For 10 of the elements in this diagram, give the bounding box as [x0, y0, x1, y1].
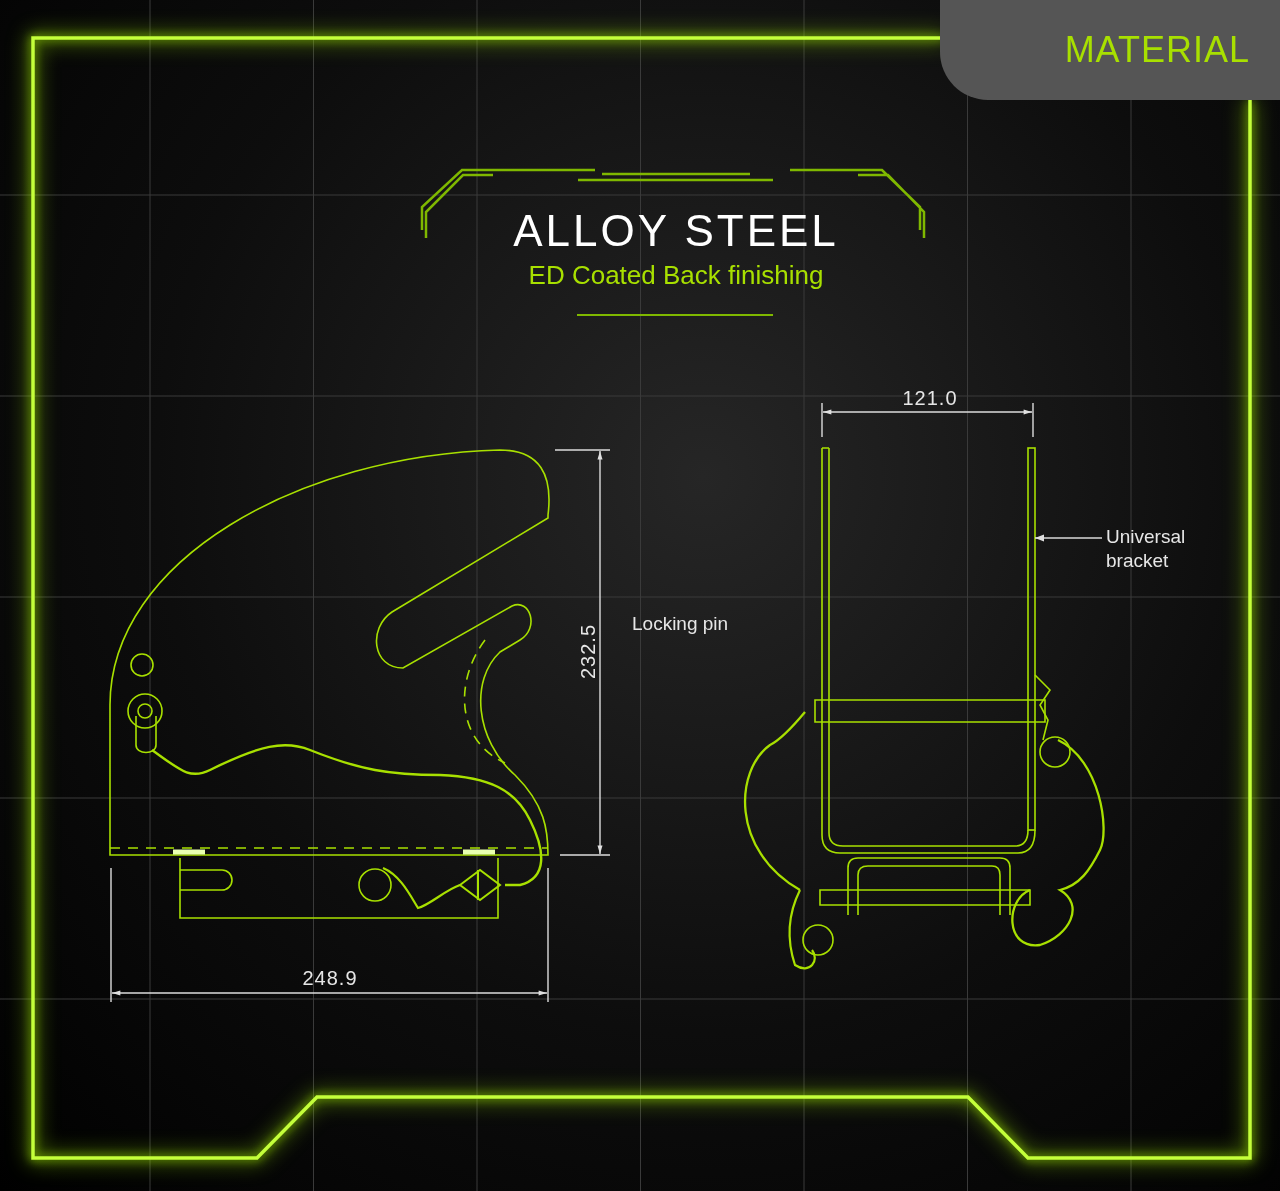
- dimension-value: 232.5: [576, 623, 600, 680]
- tab-label: MATERIAL: [1064, 29, 1250, 71]
- bracket-plate: [1027, 447, 1036, 831]
- leader-line: [1034, 534, 1103, 542]
- callout-label: Universal bracket: [1106, 525, 1206, 573]
- dimension-value: 248.9: [301, 967, 359, 990]
- title: ALLOY STEEL: [512, 206, 840, 256]
- dimension-value: 121.0: [901, 387, 959, 410]
- subtitle: ED Coated Back finishing: [527, 260, 825, 291]
- part-label: Locking pin: [632, 613, 730, 635]
